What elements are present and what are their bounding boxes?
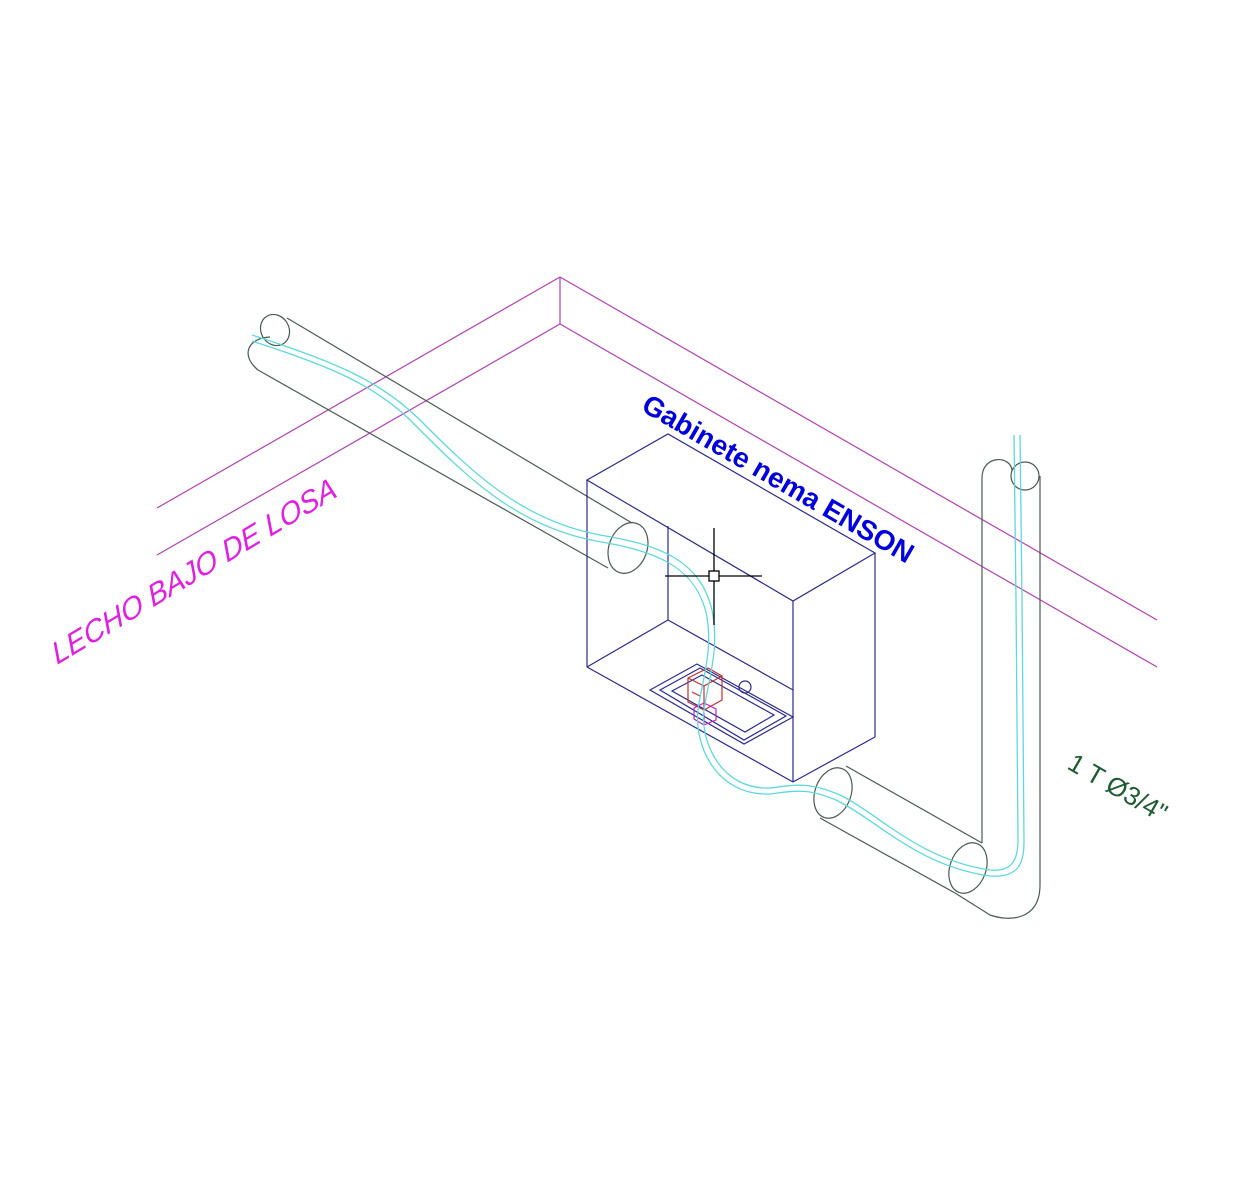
nema-cabinet bbox=[585, 433, 877, 783]
cabinet-label: Gabinete nema ENSON bbox=[637, 388, 919, 569]
conduit-left bbox=[247, 313, 649, 574]
crosshair-cursor[interactable] bbox=[665, 528, 762, 625]
cable bbox=[251, 334, 1025, 877]
conduit-label: 1 T Ø3/4" bbox=[1063, 747, 1173, 828]
conduit-riser bbox=[954, 458, 1041, 919]
conduit-right bbox=[813, 765, 988, 894]
slab-label: LECHO BAJO DE LOSA bbox=[48, 471, 341, 671]
slab-outline bbox=[156, 276, 1158, 668]
